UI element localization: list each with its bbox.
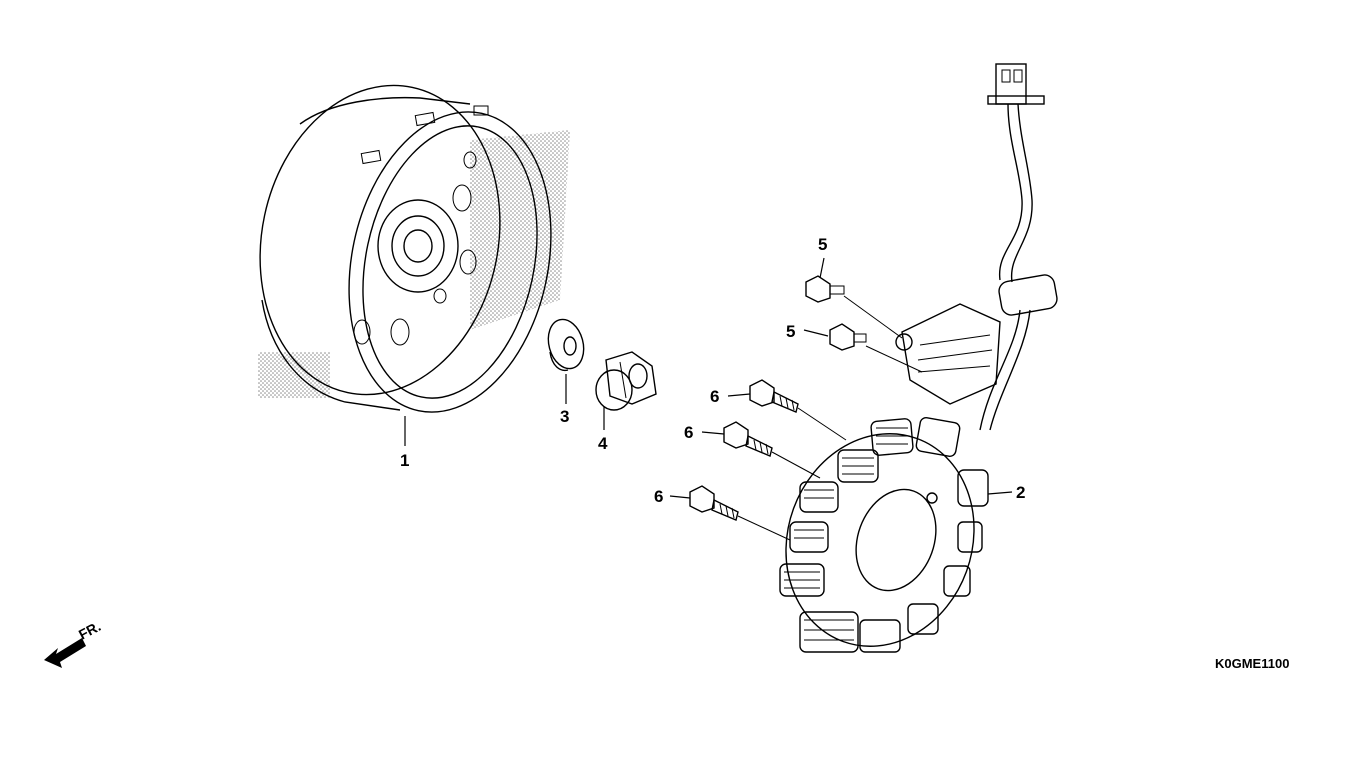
callout-1: 1 bbox=[400, 451, 409, 470]
callout-6-lower: 6 bbox=[654, 487, 663, 506]
flange-nut bbox=[595, 351, 657, 411]
callout-6-middle: 6 bbox=[684, 423, 693, 442]
callout-5-upper: 5 bbox=[818, 235, 827, 254]
diagram-code: K0GME1100 bbox=[1215, 656, 1289, 671]
callout-6-upper: 6 bbox=[710, 387, 719, 406]
flywheel-rotor bbox=[258, 84, 570, 413]
callout-5-lower: 5 bbox=[786, 322, 795, 341]
front-label: FR. bbox=[76, 618, 103, 643]
bolt-5-upper bbox=[805, 275, 845, 303]
bolt-5-lower bbox=[829, 323, 867, 351]
bolt-6-upper bbox=[749, 379, 799, 413]
callout-4: 4 bbox=[598, 434, 608, 453]
leader-lines bbox=[404, 257, 1013, 541]
callout-2: 2 bbox=[1016, 483, 1025, 502]
callout-3: 3 bbox=[560, 407, 569, 426]
front-direction-indicator: FR. bbox=[44, 618, 103, 668]
bolt-6-lower bbox=[689, 485, 739, 521]
washer bbox=[547, 318, 585, 372]
stator-assembly bbox=[779, 63, 1058, 653]
bolt-6-middle bbox=[723, 421, 773, 457]
